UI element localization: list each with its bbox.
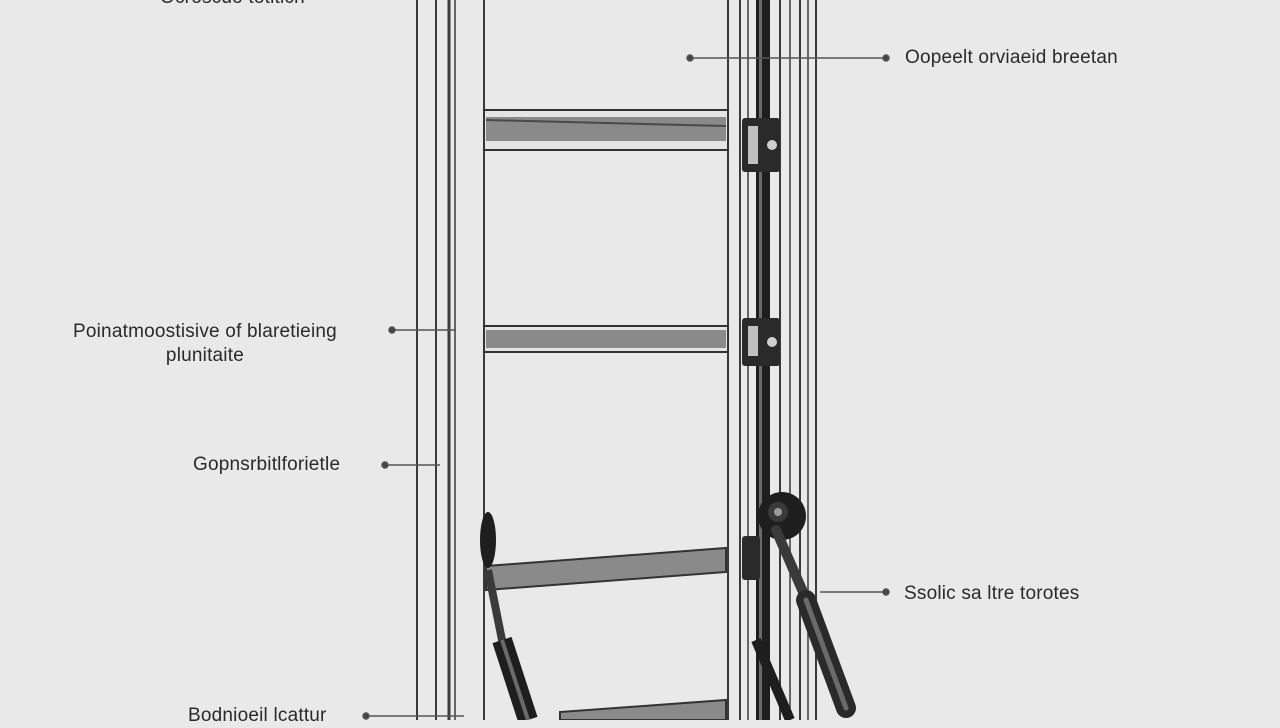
gas-strut-left	[480, 512, 538, 720]
rung-4	[559, 698, 727, 720]
callout-mid-left-line1: Poinatmoostisive of blaretieing	[73, 321, 337, 342]
bracket-lower	[742, 536, 760, 580]
rung-3	[485, 546, 727, 592]
left-frame	[416, 0, 485, 720]
rung-1	[483, 109, 729, 151]
callout-mid-left: Poinatmoostisive of blaretieing plunitai…	[73, 320, 337, 368]
callout-bottom-left: Bodnioeil lcattur	[188, 705, 327, 726]
gas-strut-right	[751, 525, 856, 720]
rung-2	[483, 325, 729, 353]
callout-top-left: Ocroscdo totiticn	[160, 0, 305, 10]
bracket-middle	[742, 318, 780, 366]
callout-lower-right: Ssolic sa ltre torotes	[904, 583, 1080, 604]
pulley-wheel	[758, 492, 806, 540]
bracket-top	[742, 118, 780, 172]
callout-top-right: Oopeelt orviaeid breetan	[905, 47, 1118, 68]
leader-lines	[362, 54, 890, 720]
callout-lower-left: Gopnsrbitlforietle	[193, 454, 341, 475]
callout-mid-left-line2: plunitaite	[165, 345, 244, 366]
